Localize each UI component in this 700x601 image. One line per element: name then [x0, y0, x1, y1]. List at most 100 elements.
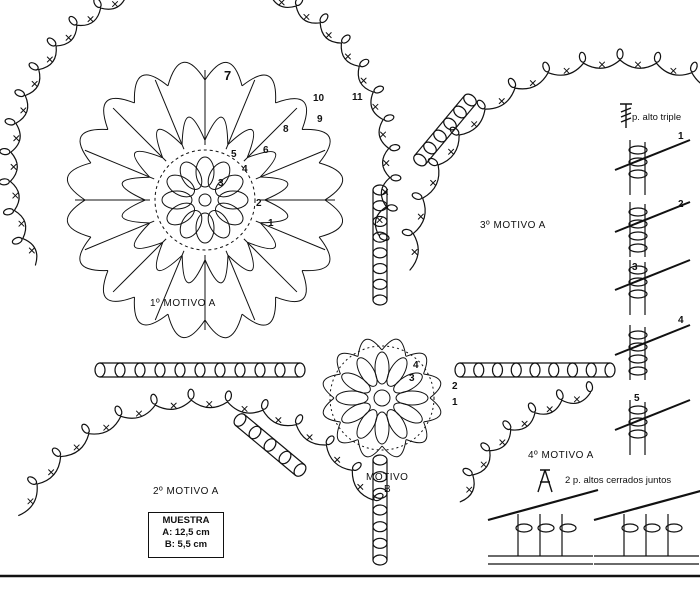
- stitch-x: [529, 80, 536, 87]
- scallop: [534, 399, 563, 415]
- stitch-x: [411, 249, 418, 256]
- petal: [395, 390, 429, 406]
- stitch-x: [357, 483, 364, 490]
- yarn-wrap: [628, 219, 648, 229]
- picot: [0, 178, 10, 186]
- outer-arch: [79, 128, 108, 164]
- scallop: [22, 237, 38, 266]
- ladder-rails: [414, 94, 476, 166]
- stitch-x: [275, 417, 282, 424]
- round-number-a-1: 1: [268, 218, 274, 229]
- ladder-loop: [372, 231, 388, 243]
- picot: [187, 388, 195, 400]
- chain-loop: [247, 151, 277, 178]
- ladder-rails: [234, 414, 306, 476]
- legend-step-5: 5: [634, 393, 640, 404]
- scallop: [370, 91, 384, 121]
- scallop: [378, 118, 390, 149]
- stitch-x: [430, 179, 437, 186]
- stitch-x: [20, 107, 27, 114]
- round-number-a-9: 9: [317, 114, 323, 125]
- ladder-loop: [372, 200, 388, 212]
- scallop: [154, 399, 192, 410]
- stitch-x: [325, 32, 332, 39]
- round-number-b-1: 1: [452, 397, 458, 408]
- stitch-x: [372, 103, 379, 110]
- ladder-loop: [372, 554, 388, 566]
- chain-loop: [204, 255, 229, 284]
- ladder-loop: [510, 362, 522, 378]
- outer-arch: [241, 297, 277, 326]
- yarn-wrap: [537, 523, 555, 533]
- yarn-wrap: [628, 366, 648, 376]
- petal: [386, 357, 408, 387]
- chain-loop: [121, 176, 150, 201]
- ladder-loop: [234, 362, 246, 378]
- motif-b-label-letter: B: [384, 484, 392, 495]
- crochet-hook: [614, 399, 691, 431]
- ladder-loop: [443, 117, 457, 131]
- chain-loop: [156, 128, 183, 158]
- stitch-spoke: [112, 107, 167, 162]
- ladder-loop: [372, 294, 388, 306]
- ladder-loop: [154, 362, 166, 378]
- picot: [462, 467, 473, 477]
- petal: [386, 409, 408, 439]
- stitch-spoke: [84, 220, 155, 251]
- chain-loop: [260, 176, 289, 201]
- ladder-loop: [94, 362, 106, 378]
- scallop: [459, 474, 475, 503]
- stitch-x: [65, 34, 72, 41]
- legend-step-1: 1: [678, 131, 684, 142]
- stitch-x: [87, 16, 94, 23]
- stitch-x: [546, 406, 553, 413]
- legend-step-4: 4: [678, 315, 684, 326]
- scallop: [190, 399, 229, 409]
- stitch-x: [499, 439, 506, 446]
- picot: [150, 393, 158, 405]
- chain-loop: [181, 255, 206, 284]
- yarn-wrap: [515, 523, 533, 533]
- picot: [114, 405, 123, 417]
- scallop: [24, 68, 41, 97]
- chain-loop: [181, 116, 206, 145]
- stitch-spoke: [243, 238, 298, 293]
- stitch-x: [13, 135, 20, 142]
- scallop: [561, 391, 592, 405]
- picot: [542, 61, 551, 73]
- round-number-a-8: 8: [283, 124, 289, 135]
- stitch-x: [73, 444, 80, 451]
- scallop: [272, 0, 297, 9]
- scallop: [18, 483, 38, 517]
- crochet-hook: [614, 259, 691, 291]
- picot: [93, 0, 102, 9]
- ladder-loop: [372, 487, 388, 499]
- picot: [46, 37, 57, 47]
- picot: [502, 420, 512, 431]
- sample-title: MUESTRA: [162, 515, 210, 526]
- ladder-loop: [372, 537, 388, 549]
- scallop: [381, 147, 391, 179]
- scallop: [38, 45, 57, 71]
- legend-cluster-label: 2 p. altos cerrados juntos: [565, 475, 672, 486]
- scallop: [484, 87, 516, 110]
- stitch-x: [12, 192, 19, 199]
- stitch-x: [27, 498, 34, 505]
- lace-network: [0, 0, 700, 566]
- picot: [390, 174, 402, 182]
- motif-a-chart: [66, 61, 344, 339]
- ladder-loop: [233, 413, 247, 427]
- yarn-wrap: [621, 523, 639, 533]
- stitch-post: [629, 400, 646, 455]
- petal: [374, 411, 390, 445]
- stitch-spoke: [255, 220, 326, 251]
- ladder-loop: [372, 262, 388, 275]
- yarn-wrap: [628, 342, 648, 352]
- ladder-loop: [433, 129, 447, 143]
- scallop: [510, 412, 536, 431]
- chain-loop: [227, 128, 255, 158]
- scallop: [547, 62, 585, 76]
- stitch-x: [563, 67, 570, 74]
- stitch-spoke: [112, 238, 167, 293]
- stitch-x: [18, 220, 25, 227]
